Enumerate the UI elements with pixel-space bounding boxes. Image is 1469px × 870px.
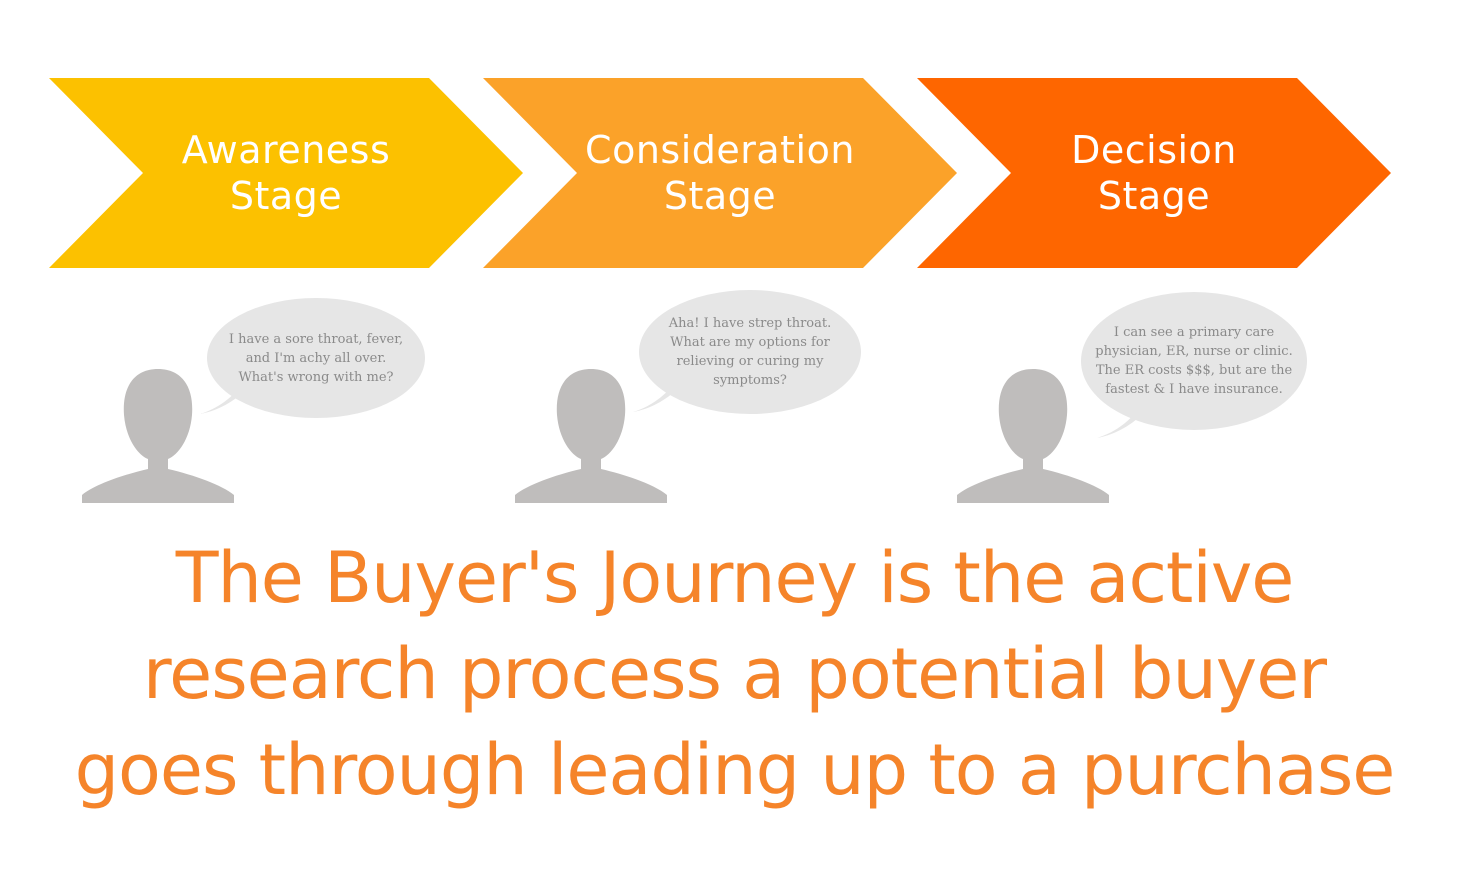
bubble-line: I can see a primary care — [1113, 325, 1275, 340]
headline-line: goes through leading up to a purchase — [74, 729, 1396, 811]
stage-label-decision: Decision Stage — [917, 78, 1391, 268]
headline-line: research process a potential buyer — [142, 633, 1327, 715]
persona-awareness: I have a sore throat, fever, and I'm ach… — [82, 288, 452, 503]
stage-title-awareness: Awareness — [181, 128, 391, 172]
person-icon — [515, 369, 667, 503]
stage-subtitle-consideration: Stage — [663, 174, 777, 218]
bubble-line: fastest & I have insurance. — [1105, 382, 1283, 397]
stage-subtitle-awareness: Stage — [229, 174, 343, 218]
stage-label-awareness: Awareness Stage — [49, 78, 523, 268]
persona-decision: I can see a primary care physician, ER, … — [957, 288, 1327, 503]
speech-bubble-consideration: Aha! I have strep throat. What are my op… — [639, 290, 861, 414]
speech-bubble-decision: I can see a primary care physician, ER, … — [1081, 292, 1307, 430]
stage-title-decision: Decision — [1071, 128, 1237, 172]
bubble-line: What are my options for — [670, 335, 830, 350]
bubble-line: symptoms? — [713, 373, 787, 388]
bubble-line: physician, ER, nurse or clinic. — [1095, 344, 1293, 359]
stage-chevron-consideration: Consideration Stage — [483, 78, 957, 268]
chevron-shape-decision — [917, 78, 1391, 268]
bubble-line: relieving or curing my — [676, 354, 824, 369]
persona-consideration: Aha! I have strep throat. What are my op… — [515, 288, 885, 503]
chevron-shape-consideration — [483, 78, 957, 268]
person-icon — [82, 369, 234, 503]
bubble-line: and I'm achy all over. — [245, 350, 387, 366]
headline-line: The Buyer's Journey is the active — [175, 537, 1295, 619]
stage-chevron-decision: Decision Stage — [917, 78, 1391, 268]
stage-chevron-awareness: Awareness Stage — [49, 78, 523, 268]
stage-subtitle-decision: Stage — [1097, 174, 1211, 218]
person-icon — [957, 369, 1109, 503]
headline: The Buyer's Journey is the active resear… — [0, 530, 1469, 818]
chevron-shape-awareness — [49, 78, 523, 268]
speech-bubble-awareness: I have a sore throat, fever, and I'm ach… — [207, 298, 425, 418]
stage-title-consideration: Consideration — [585, 128, 855, 172]
bubble-line: I have a sore throat, fever, — [228, 331, 404, 347]
stage-flow: Awareness Stage Consideration Stage Deci… — [0, 0, 1469, 280]
bubble-line: Aha! I have strep throat. — [668, 316, 832, 331]
bubble-line: What's wrong with me? — [238, 369, 394, 385]
bubble-line: The ER costs $$$, but are the — [1095, 363, 1293, 378]
stage-label-consideration: Consideration Stage — [483, 78, 957, 268]
